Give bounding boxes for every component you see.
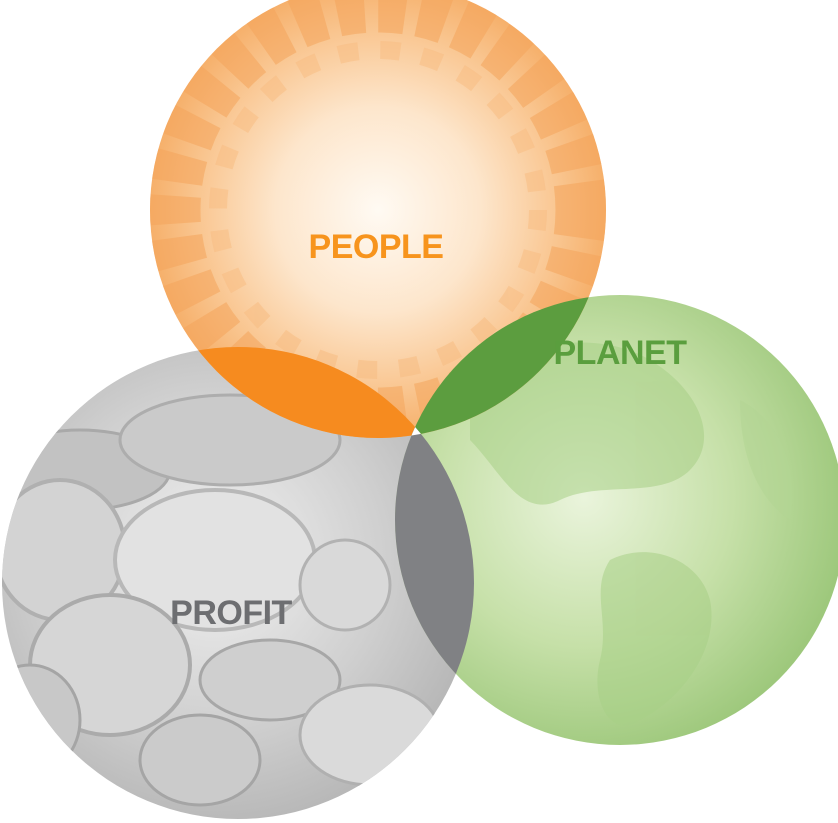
profit-label: PROFIT [170,594,292,632]
planet-label: PLANET [554,334,688,372]
globe-texture [470,342,793,726]
people-label: PEOPLE [309,228,444,266]
planet-circle [395,295,838,745]
